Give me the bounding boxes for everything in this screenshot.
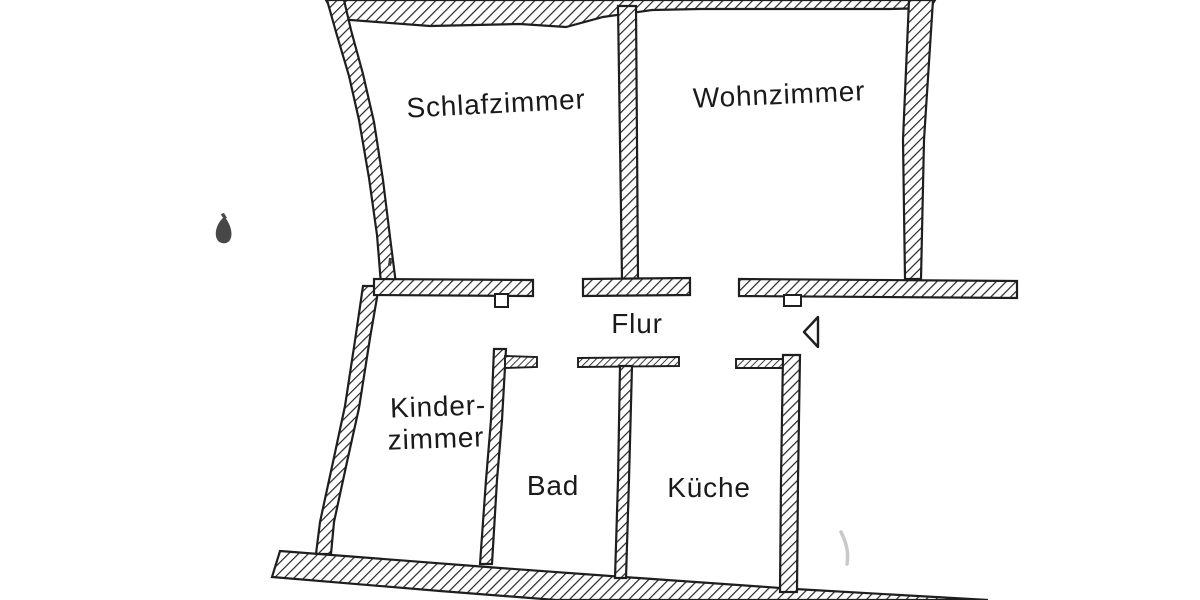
outer-wall-left-upper xyxy=(325,0,398,286)
ink-smudge-artifact xyxy=(215,213,232,244)
door-jamb-icon xyxy=(783,294,802,307)
door-swing-icon xyxy=(802,315,820,349)
door-jamb-icon xyxy=(494,293,509,308)
wall-kueche-right xyxy=(778,353,802,594)
outer-wall-bottom xyxy=(270,549,989,600)
room-label-kueche: Küche xyxy=(667,472,750,503)
room-label-kinderzimmer-line2: zimmer xyxy=(387,421,485,455)
outer-wall-left-lower xyxy=(314,284,381,556)
wall-kinderzimmer-bad-stub xyxy=(504,355,538,369)
room-label-wohnzimmer: Wohnzimmer xyxy=(692,75,866,113)
wall-schlafzimmer-wohnzimmer xyxy=(616,4,640,281)
outer-wall-right xyxy=(901,0,935,281)
wall-kinderzimmer-bad xyxy=(478,347,508,566)
room-label-kinderzimmer-line1: Kinder- xyxy=(390,389,487,423)
wall-flur-bottom-right-bar xyxy=(735,358,787,369)
wall-flur-top-right xyxy=(737,277,1019,300)
faint-scan-mark xyxy=(839,530,850,566)
room-label-bad: Bad xyxy=(527,470,579,501)
wall-flur-bottom-mid-bar xyxy=(577,356,680,368)
room-label-schlafzimmer: Schlafzimmer xyxy=(406,83,587,123)
room-label-flur: Flur xyxy=(611,308,662,339)
wall-flur-top-mid xyxy=(581,276,692,298)
wall-flur-top-left xyxy=(372,277,535,298)
wall-bad-kueche xyxy=(613,364,634,580)
